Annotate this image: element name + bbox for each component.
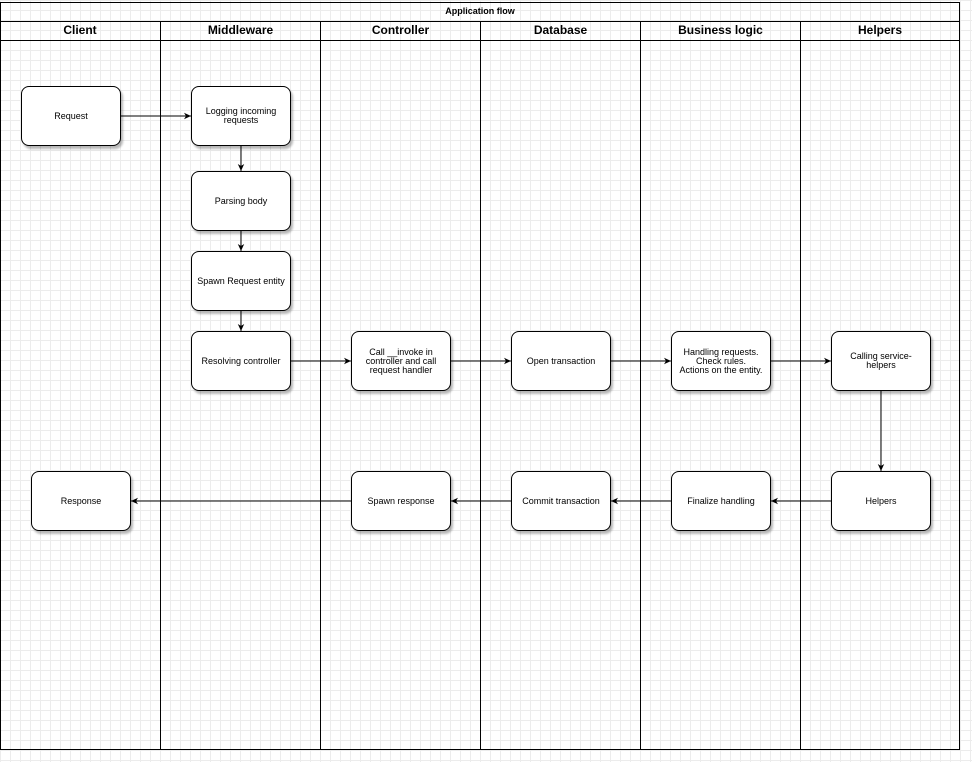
finalize-handling-node[interactable]: Finalize handling bbox=[671, 471, 771, 531]
diagram-title: Application flow bbox=[0, 2, 960, 22]
lane-header-controller: Controller bbox=[321, 21, 480, 41]
logging-node-label: Logging incoming requests bbox=[205, 106, 277, 125]
handling-requests-node[interactable]: Handling requests. Check rules. Actions … bbox=[671, 331, 771, 391]
helpers-node[interactable]: Helpers bbox=[831, 471, 931, 531]
response-node[interactable]: Response bbox=[31, 471, 131, 531]
lane-header-middleware: Middleware bbox=[161, 21, 320, 41]
lane-business-logic: Business logic bbox=[641, 21, 801, 750]
resolving-controller-node[interactable]: Resolving controller bbox=[191, 331, 291, 391]
request-node-label: Request bbox=[54, 110, 88, 121]
parsing-body-node[interactable]: Parsing body bbox=[191, 171, 291, 231]
logging-node[interactable]: Logging incoming requests bbox=[191, 86, 291, 146]
open-transaction-node[interactable]: Open transaction bbox=[511, 331, 611, 391]
spawn-response-node-label: Spawn response bbox=[367, 495, 435, 506]
call-invoke-node-label: Call __invoke in controller and call req… bbox=[365, 346, 437, 375]
resolving-controller-node-label: Resolving controller bbox=[201, 355, 281, 366]
request-node[interactable]: Request bbox=[21, 86, 121, 146]
commit-transaction-node[interactable]: Commit transaction bbox=[511, 471, 611, 531]
lane-header-helpers: Helpers bbox=[801, 21, 959, 41]
spawn-request-entity-node[interactable]: Spawn Request entity bbox=[191, 251, 291, 311]
calling-service-helpers-node-label: Calling service-helpers bbox=[850, 351, 912, 370]
response-node-label: Response bbox=[60, 495, 102, 506]
finalize-handling-node-label: Finalize handling bbox=[687, 495, 755, 506]
call-invoke-node[interactable]: Call __invoke in controller and call req… bbox=[351, 331, 451, 391]
calling-service-helpers-node[interactable]: Calling service-helpers bbox=[831, 331, 931, 391]
lane-database: Database bbox=[481, 21, 641, 750]
lane-header-client: Client bbox=[0, 21, 160, 41]
parsing-body-node-label: Parsing body bbox=[214, 195, 268, 206]
helpers-node-label: Helpers bbox=[865, 495, 897, 506]
handling-requests-node-label: Handling requests. Check rules. Actions … bbox=[679, 346, 763, 375]
lane-client: Client bbox=[0, 21, 161, 750]
lane-middleware: Middleware bbox=[161, 21, 321, 750]
commit-transaction-node-label: Commit transaction bbox=[522, 495, 600, 506]
open-transaction-node-label: Open transaction bbox=[526, 355, 596, 366]
lane-helpers: Helpers bbox=[801, 21, 960, 750]
lane-header-business-logic: Business logic bbox=[641, 21, 800, 41]
lane-controller: Controller bbox=[321, 21, 481, 750]
spawn-response-node[interactable]: Spawn response bbox=[351, 471, 451, 531]
lane-header-database: Database bbox=[481, 21, 640, 41]
spawn-request-entity-node-label: Spawn Request entity bbox=[197, 275, 285, 286]
